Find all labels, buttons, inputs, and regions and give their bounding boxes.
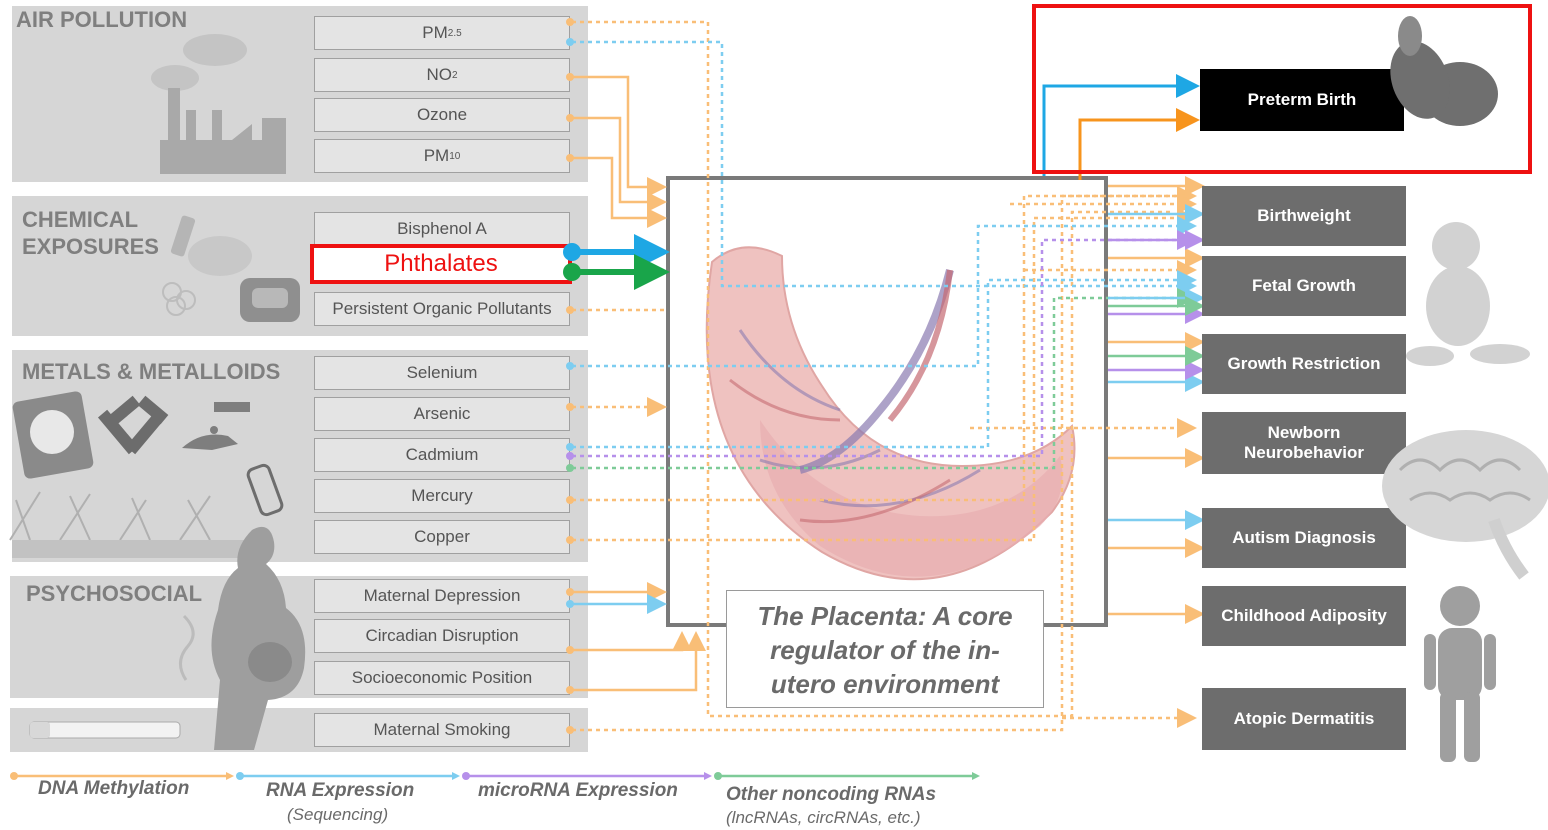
legend-other-subtitle: (lncRNAs, circRNAs, etc.) [726, 808, 921, 828]
legend-other-ncrna: Other noncoding RNAs [726, 784, 936, 806]
legend-dna-methylation: DNA Methylation [38, 778, 189, 800]
legend-rna-subtitle: (Sequencing) [287, 805, 388, 825]
legend-rna-expression: RNA Expression [266, 780, 414, 802]
legend-microrna: microRNA Expression [478, 780, 678, 802]
